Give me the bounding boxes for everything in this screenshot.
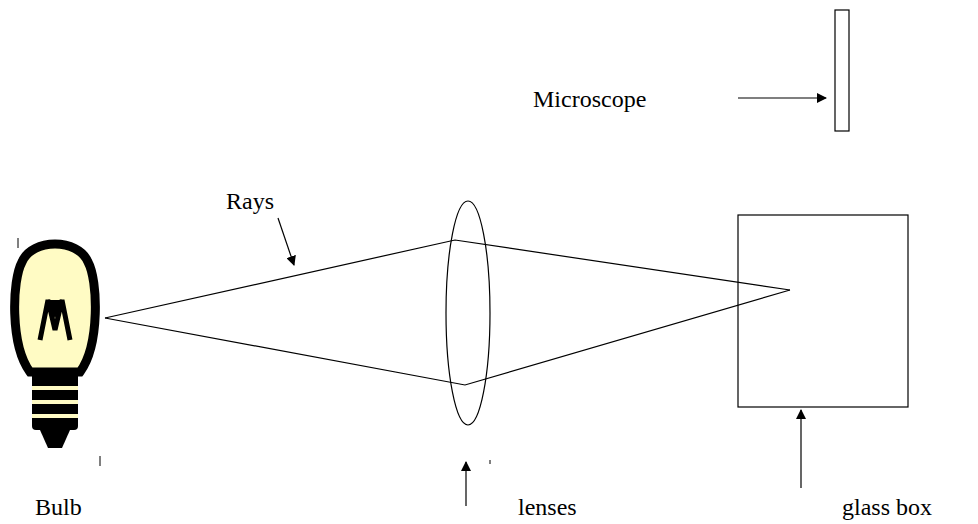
part-label: lenses xyxy=(518,494,577,520)
light-rays xyxy=(105,240,790,385)
lens xyxy=(446,201,490,425)
part-label: Bulb xyxy=(35,494,82,520)
part-label: glass box xyxy=(842,494,932,520)
microscope xyxy=(835,10,849,131)
glass-box xyxy=(738,215,908,407)
part-label: Rays xyxy=(226,188,274,214)
bulb-icon xyxy=(15,238,100,466)
leader-arrows xyxy=(278,98,826,506)
part-label: Microscope xyxy=(533,86,646,112)
